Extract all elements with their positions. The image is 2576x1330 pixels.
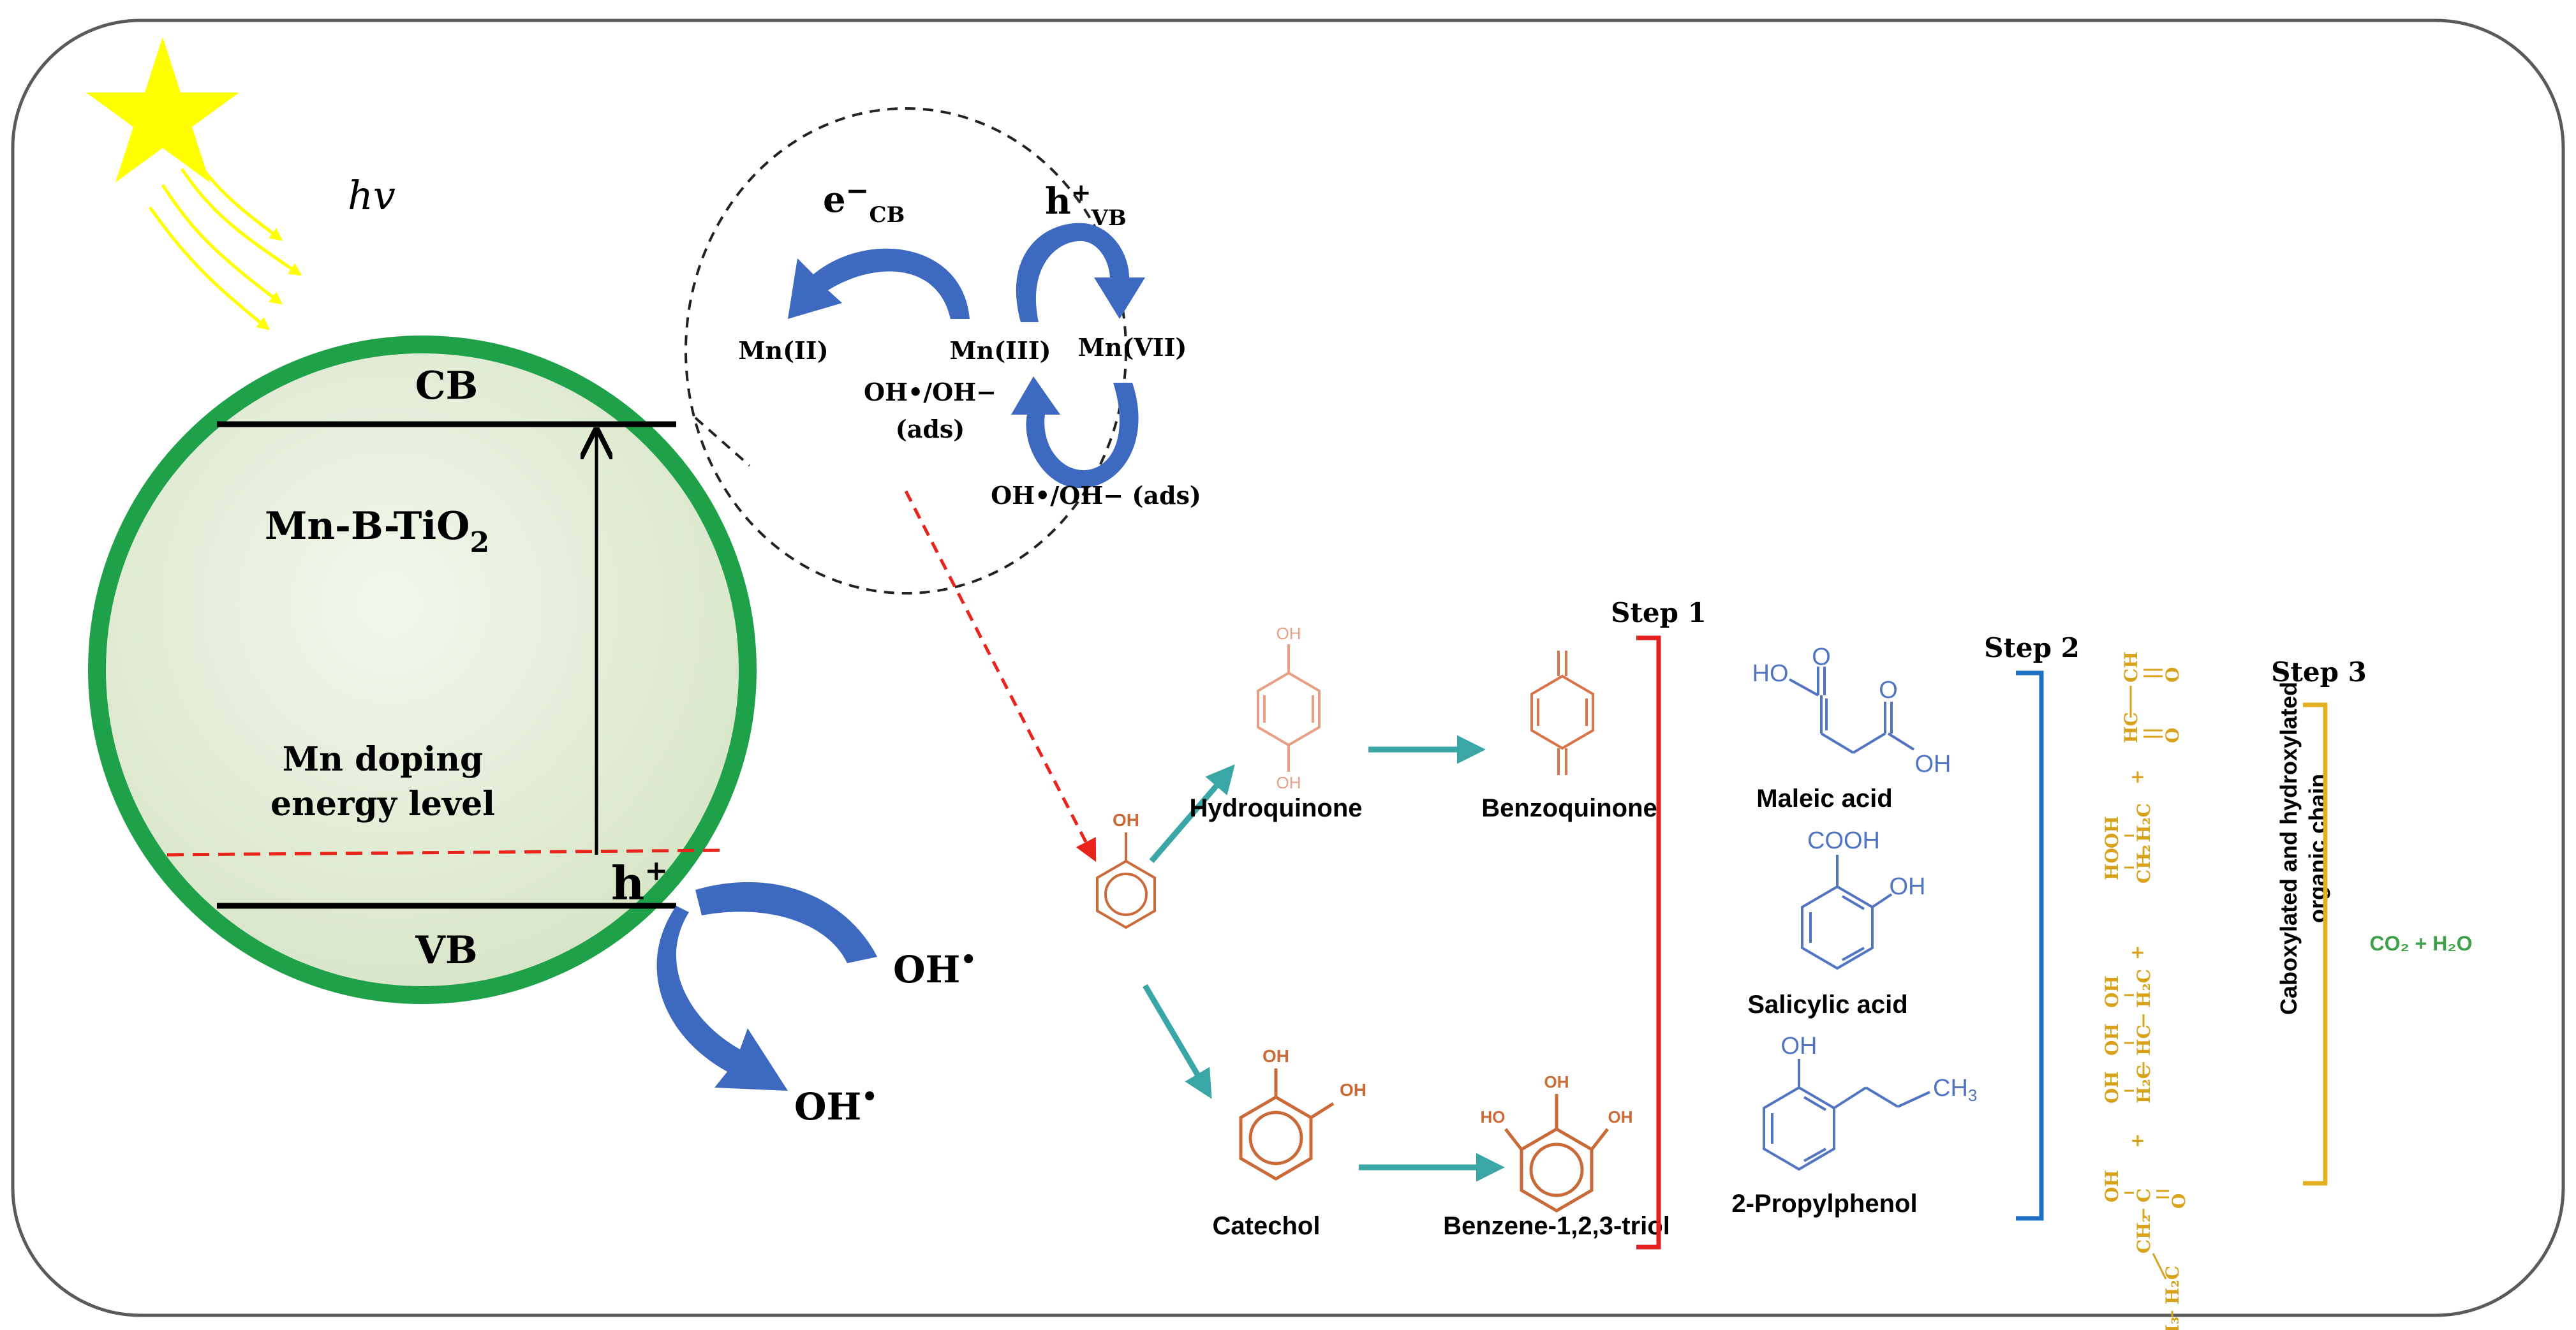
svg-text:+: + xyxy=(2127,945,2148,960)
svg-text:OH: OH xyxy=(2101,1023,2122,1056)
svg-text:+: + xyxy=(2127,1134,2148,1148)
svg-text:CH₂: CH₂ xyxy=(2133,1215,2154,1253)
triol-label: Benzene-1,2,3-triol xyxy=(1443,1212,1670,1240)
phenol-structure xyxy=(1096,832,1156,929)
organic-chain-structures: HC CH O O + OH H₂C CH₂ HO + OH OH OH H₂C… xyxy=(2101,651,2189,1330)
svg-text:C: C xyxy=(2133,1188,2154,1202)
triol-oh-top: OH xyxy=(1544,1072,1569,1091)
propylphenol-oh-label: OH xyxy=(1781,1033,1817,1060)
svg-text:O: O xyxy=(2162,667,2183,683)
final-products-label: CO₂ + H₂O xyxy=(2370,932,2473,955)
maleic-ho-label: HO xyxy=(1752,660,1789,687)
triol-structure xyxy=(1504,1094,1609,1213)
photocatalyst-particle xyxy=(88,336,757,1004)
light-rays xyxy=(148,152,302,330)
teal-reaction-arrows xyxy=(1143,735,1505,1182)
step3-bracket xyxy=(2303,702,2328,1186)
light-label: hv xyxy=(348,172,396,219)
svg-text:OH: OH xyxy=(2101,1170,2122,1202)
vb-label: VB xyxy=(415,928,477,973)
oh-ads-label-line2: (ads) xyxy=(896,415,965,443)
zoom-connector-line xyxy=(694,417,751,467)
phenol-oh-label: OH xyxy=(1113,810,1139,830)
step1-label: Step 1 xyxy=(1611,597,1706,628)
doping-level-line xyxy=(167,848,725,857)
benzoquinone-structure xyxy=(1530,651,1594,775)
salicylic-acid-structure xyxy=(1801,855,1893,970)
svg-text:O: O xyxy=(2162,728,2183,743)
salicylic-oh-label: OH xyxy=(1890,873,1926,900)
svg-text:+: + xyxy=(2127,770,2148,785)
oh-radical-lower: OH• xyxy=(794,1082,878,1128)
mn3-to-mn7-arrow xyxy=(1016,223,1145,322)
svg-text:H₂C: H₂C xyxy=(2133,803,2154,842)
step2-bracket xyxy=(2016,670,2044,1221)
svg-text:OH: OH xyxy=(2101,816,2122,848)
electron-cb-label: e−CB xyxy=(823,175,905,228)
hole-label: h+ xyxy=(611,855,668,910)
material-label: Mn-B-TiO2 xyxy=(265,504,489,559)
oh-radical-right: OH• xyxy=(893,945,977,991)
chain-label-line1: Caboxylated and hydroxylated xyxy=(2276,682,2302,1015)
catechol-oh-2: OH xyxy=(1340,1080,1366,1100)
step1-bracket xyxy=(1636,635,1661,1250)
cb-label: CB xyxy=(415,364,478,408)
salicylic-cooh-label: COOH xyxy=(1807,827,1880,854)
hydroquinone-structure xyxy=(1257,644,1321,772)
hydroquinone-oh-top: OH xyxy=(1277,624,1301,643)
maleic-acid-label: Maleic acid xyxy=(1756,785,1892,813)
benzoquinone-label: Benzoquinone xyxy=(1481,794,1657,822)
maleic-acid-structure xyxy=(1789,667,1915,754)
oh-ads-label-line1: OH•/OH− xyxy=(864,378,996,406)
step3-label: Step 3 xyxy=(2271,656,2367,688)
svg-text:HC: HC xyxy=(2133,1024,2154,1056)
maleic-o-bottom: O xyxy=(1879,677,1898,704)
svg-text:OH: OH xyxy=(2101,975,2122,1008)
hydroquinone-oh-bottom: OH xyxy=(1277,773,1301,792)
phenol-to-catechol-arrow xyxy=(1143,984,1212,1099)
triol-ho-label: HO xyxy=(1481,1107,1506,1127)
oh-ads-bottom-label: OH•/OH− (ads) xyxy=(991,481,1201,510)
doping-label-line2: energy level xyxy=(270,785,495,824)
maleic-oh-label: OH xyxy=(1915,751,1951,778)
hydroquinone-label: Hydroquinone xyxy=(1189,794,1362,822)
svg-text:HO: HO xyxy=(2101,848,2122,880)
mn3-label: Mn(III) xyxy=(950,336,1051,365)
doping-label-line1: Mn doping xyxy=(283,740,484,779)
triol-oh-right: OH xyxy=(1608,1107,1633,1127)
svg-text:OH: OH xyxy=(2101,1071,2122,1104)
propylphenol-label: 2-Propylphenol xyxy=(1731,1190,1917,1218)
catechol-structure xyxy=(1239,1068,1335,1181)
hole-oxidation-arrow-down xyxy=(656,906,788,1091)
hole-vb-label: h+VB xyxy=(1045,178,1127,231)
sun-icon xyxy=(86,37,239,182)
svg-text:H₂C: H₂C xyxy=(2162,1266,2183,1304)
hole-oxidation-arrow-right xyxy=(695,882,877,963)
zoom-to-phenol-arrow xyxy=(904,490,1097,862)
svg-text:CH₃: CH₃ xyxy=(2162,1317,2183,1330)
mechanism-zoom-ellipse xyxy=(685,107,1127,595)
catechol-label: Catechol xyxy=(1213,1212,1321,1240)
mn3-to-mn2-arrow xyxy=(788,248,970,319)
mn2-label: Mn(II) xyxy=(738,336,828,365)
catechol-oh-1: OH xyxy=(1262,1046,1289,1066)
propylphenol-structure xyxy=(1763,1059,1930,1171)
svg-text:O: O xyxy=(2168,1193,2189,1209)
maleic-o-top: O xyxy=(1812,644,1831,670)
svg-text:H₂C: H₂C xyxy=(2133,969,2154,1008)
phenol-to-hydroquinone-arrow xyxy=(1149,764,1235,863)
salicylic-acid-label: Salicylic acid xyxy=(1747,991,1907,1019)
mn7-label: Mn(VII) xyxy=(1078,333,1187,362)
svg-text:CH: CH xyxy=(2121,651,2142,683)
mn7-to-mn3-arrow xyxy=(1011,376,1139,489)
step2-label: Step 2 xyxy=(1984,632,2080,663)
